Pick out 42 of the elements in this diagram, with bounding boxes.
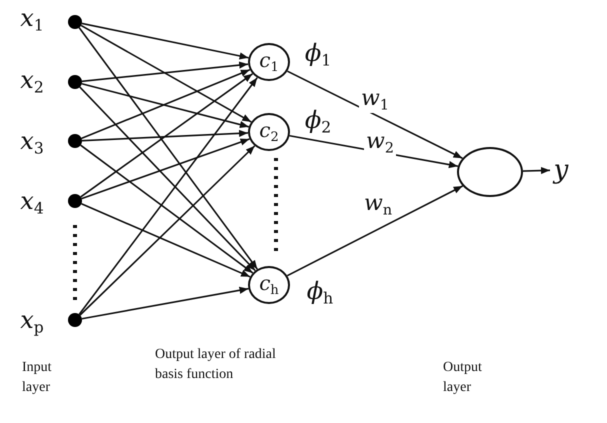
arrow [79, 86, 256, 272]
arrow [79, 145, 256, 316]
neuron-label: c$_{2}$ [259, 120, 279, 144]
input-variable: x$_{p}$ [20, 308, 44, 336]
neuron-circle [248, 266, 290, 304]
arrow [82, 22, 249, 60]
basis-function-label: ϕ$_{2}$ [304, 108, 332, 136]
arrow [78, 27, 258, 270]
input-node-dot [68, 15, 82, 29]
neuron-label: c$_{1}$ [259, 50, 279, 74]
arrow [82, 130, 248, 142]
neuron-label: c$_{h}$ [259, 273, 279, 297]
layer-caption: Output layer [443, 359, 483, 398]
arrow [78, 77, 258, 315]
arrow [81, 138, 250, 200]
output-neuron-circle [457, 147, 523, 197]
layer-caption: Input layer [22, 359, 53, 398]
input-variable: x$_{1}$ [20, 6, 44, 34]
basis-function-label: ϕ$_{h}$ [306, 278, 334, 308]
arrow [80, 24, 252, 123]
basis-function-label: ϕ$_{1}$ [304, 40, 332, 70]
arrow [81, 69, 250, 140]
arrow [287, 70, 463, 159]
arrow [80, 73, 253, 198]
arrow [82, 62, 248, 82]
input-node-dot [68, 194, 82, 208]
arrow [522, 166, 550, 174]
neuron-circle [248, 113, 290, 151]
arrow [82, 82, 249, 128]
input-variable: x$_{3}$ [20, 128, 44, 158]
arrow [286, 185, 463, 276]
arrow [81, 203, 250, 278]
layer-caption: Output layer of radial basis function [155, 346, 277, 384]
output-variable: y [554, 157, 568, 183]
input-node-dot [68, 134, 82, 148]
arrow [80, 144, 254, 274]
input-node-dot [68, 313, 82, 327]
input-variable: x$_{4}$ [20, 188, 44, 218]
input-node-dot [68, 75, 82, 89]
input-variable: x$_{2}$ [20, 68, 44, 96]
arrow [82, 286, 249, 320]
neuron-circle [248, 43, 290, 81]
